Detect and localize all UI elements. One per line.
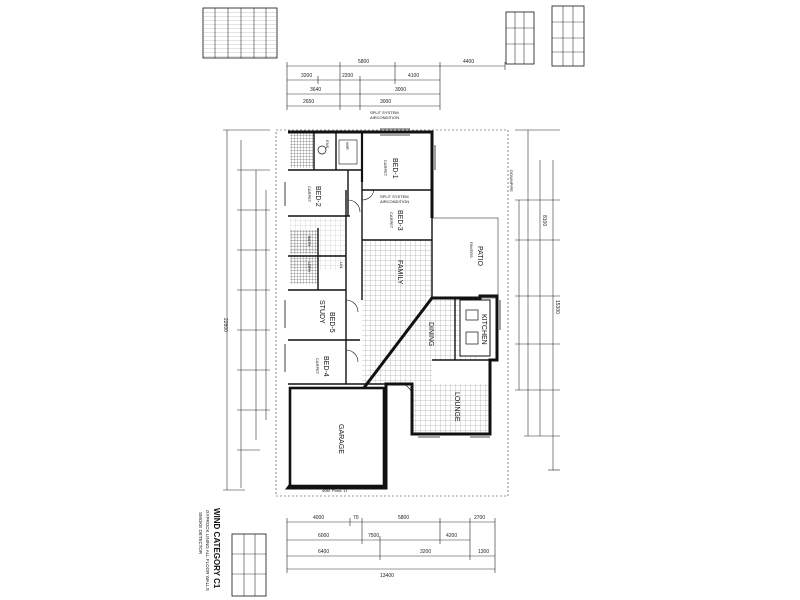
garage-floor-note: 40M. Pond. Lt	[322, 488, 348, 493]
room-label-bed3: BED-3	[396, 210, 403, 231]
dim-right-main: 8100	[541, 215, 547, 226]
title-block: WIND CATEGORY C1 GYPROCK LINING ALL FLOO…	[198, 508, 221, 591]
garage-walls	[288, 386, 386, 488]
internal-walls	[288, 132, 497, 385]
room-label-lounge: LOUNGE	[453, 392, 460, 422]
left-dimensions: 22800	[222, 129, 270, 491]
bed1-floor-finish: CARPET	[383, 160, 388, 177]
dim-bottom-3: 5800	[398, 515, 409, 521]
room-label-wir: WIR	[345, 142, 350, 150]
ens-tile	[290, 132, 314, 168]
bed4-floor-finish: CARPET	[315, 358, 320, 375]
room-label-bed5: BED-5	[328, 312, 335, 333]
dim-right-overall: 15300	[554, 300, 560, 314]
room-label-linen: LIN	[339, 262, 344, 268]
dim-bottom-2: 70	[353, 515, 359, 521]
dim-top-8: 2650	[303, 99, 314, 105]
cooktop	[465, 331, 479, 345]
patio-note: PAVERS	[469, 242, 474, 258]
dim-top-3: 3200	[301, 73, 312, 79]
dim-bottom-10: 1300	[478, 549, 489, 555]
room-label-patio: PATIO	[476, 246, 483, 267]
wind-category: WIND CATEGORY C1	[212, 508, 221, 589]
dim-top-5: 4100	[408, 73, 419, 79]
split-system-note-2: SPLIT SYSTEM	[380, 194, 409, 199]
bed2-floor-finish: CARPET	[307, 186, 312, 203]
dim-bottom-9: 3200	[420, 549, 431, 555]
bottom-dimensions: 4000 70 5800 2700 6000 7500 4200 6400 32…	[286, 515, 496, 579]
room-label-study: STUDY	[318, 300, 325, 324]
dim-top-9: 3000	[380, 99, 391, 105]
roof-outline	[275, 129, 509, 497]
dim-bottom-overall: 13400	[380, 573, 394, 579]
window-schedule-table	[202, 7, 278, 59]
downpipe-note: DOWNPIPE	[509, 170, 514, 192]
dim-bottom-5: 6000	[318, 533, 329, 539]
split-system-note-1b: AIRCONDITION	[370, 115, 399, 120]
footer-schedule-table	[231, 533, 267, 597]
dim-bottom-6: 7500	[368, 533, 379, 539]
room-label-dining: DINING	[427, 322, 434, 347]
lounge-tile	[412, 384, 490, 434]
footer-note-2: SMOKE DETECTOR	[198, 512, 203, 555]
dim-top-1: 5800	[358, 59, 369, 65]
kitchen-bench	[459, 299, 491, 357]
room-label-ldry: LDRY	[307, 262, 312, 273]
room-label-kitchen: KITCHEN	[480, 314, 487, 345]
room-label-bed1: BED-1	[391, 158, 398, 179]
bed3-floor-finish: CARPET	[389, 212, 394, 229]
dim-bottom-7: 4200	[446, 533, 457, 539]
dim-left-overall: 22800	[222, 318, 228, 332]
footer-note-1: GYPROCK LINING ALL FLOOR WALLS	[205, 510, 210, 591]
dim-top-7: 3000	[395, 87, 406, 93]
wir-shelving	[338, 139, 358, 165]
room-label-bath: BATH	[307, 236, 312, 246]
door-schedule-table	[505, 11, 535, 65]
ldry-tile	[290, 256, 318, 284]
door-swings	[345, 189, 413, 397]
room-label-family: FAMILY	[396, 260, 403, 285]
kitchen-sink	[465, 309, 479, 321]
split-system-note-1: SPLIT SYSTEM	[370, 110, 399, 115]
dim-top-6: 3640	[310, 87, 321, 93]
dim-top-4: 2200	[342, 73, 353, 79]
ens-toilet	[317, 145, 327, 155]
dim-bottom-4: 2700	[474, 515, 485, 521]
top-dimensions: 5800 4400 3200 2200 4100 3640 3000 2650 …	[286, 59, 506, 110]
windows	[284, 128, 501, 438]
room-label-bed4: BED-4	[322, 356, 329, 377]
dim-bottom-8: 6400	[318, 549, 329, 555]
room-label-ens: ENS	[325, 140, 330, 149]
right-dimensions: 15300 8100	[515, 129, 560, 471]
room-label-bed2: BED-2	[314, 186, 321, 207]
dim-top-2: 4400	[463, 59, 474, 65]
split-system-note-2b: AIRCONDITION	[380, 199, 409, 204]
dim-bottom-1: 4000	[313, 515, 324, 521]
room-label-garage: GARAGE	[337, 424, 344, 454]
bath-tile	[290, 230, 318, 254]
area-schedule-table	[551, 5, 585, 67]
